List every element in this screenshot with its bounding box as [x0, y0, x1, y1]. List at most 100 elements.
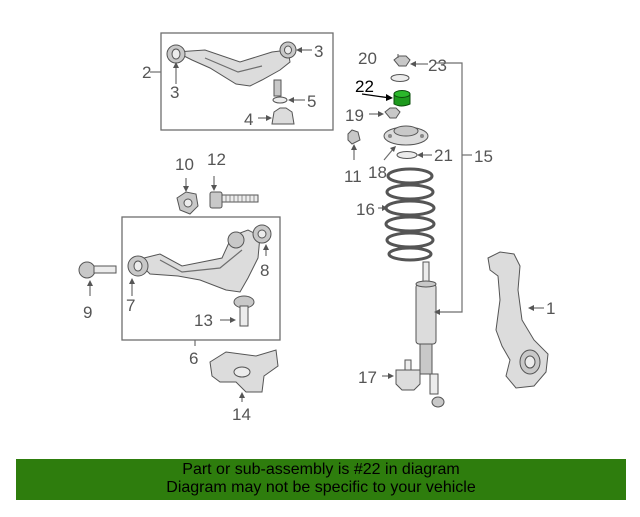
- part-9-washer: [78, 261, 96, 279]
- upper-ball-joint: [273, 79, 282, 97]
- part-21-spring-seat: [396, 151, 418, 159]
- arrow-11: [351, 144, 357, 150]
- knuckle-group: 1: [487, 251, 555, 389]
- part-12-bolt-shaft: [221, 194, 259, 203]
- arrow-16: [382, 205, 388, 211]
- callout-22: 22: [355, 77, 374, 96]
- arrow-19: [378, 111, 384, 117]
- part-17-bushing: [395, 369, 421, 391]
- shock-body-top: [415, 280, 437, 288]
- bracket-15: [436, 62, 463, 313]
- part-16-spring-coil-2: [385, 183, 435, 201]
- callout-21: 21: [434, 146, 453, 165]
- coil-spring-group: 16: [356, 167, 436, 262]
- part-14-hole: [233, 366, 251, 378]
- upper-bushing-right-core: [284, 45, 292, 55]
- part-13-stud: [239, 305, 249, 327]
- lower-arm-frame: [121, 216, 281, 341]
- part-14-group: 14: [209, 349, 279, 424]
- banner-line-2: Diagram may not be specific to your vehi…: [166, 479, 476, 496]
- arrow-23: [410, 61, 416, 67]
- callout-3a: 3: [170, 83, 179, 102]
- callout-11: 11: [344, 167, 362, 186]
- callout-7: 7: [126, 296, 135, 315]
- upper-arm-rib: [204, 57, 263, 73]
- callout-1: 1: [546, 299, 555, 318]
- part-22-bushing-top: [393, 90, 411, 98]
- shock-body: [415, 283, 437, 345]
- arrow-15: [434, 309, 440, 315]
- part-12-threads: [225, 195, 255, 202]
- arrow-1: [528, 305, 534, 311]
- arrow-21: [417, 152, 423, 158]
- arrow-5: [288, 97, 294, 103]
- callout-18: 18: [368, 163, 387, 182]
- fitment-notice-banner: Part or sub-assembly is #22 in diagram D…: [16, 459, 626, 500]
- lower-arm-rib: [159, 249, 243, 273]
- upper-bushing-left-core: [171, 48, 181, 60]
- callout-17: 17: [358, 368, 377, 387]
- part-8-bushing-core: [257, 229, 267, 239]
- banner-line-1: Part or sub-assembly is #22 in diagram: [182, 461, 460, 478]
- callout-20: 20: [358, 49, 377, 68]
- callout-9: 9: [83, 303, 92, 322]
- part-4-dust-boot: [271, 107, 295, 125]
- part-16-spring-coil-5: [385, 231, 435, 249]
- part-16-spring-coil-1: [386, 167, 434, 185]
- part-16-spring-coil-6: [387, 246, 433, 262]
- callout-16: 16: [356, 200, 375, 219]
- callout-14: 14: [232, 405, 251, 424]
- knuckle-hub-core: [524, 355, 536, 369]
- part-9-group: 9: [78, 261, 117, 322]
- part-16-spring-coil-4: [384, 215, 436, 233]
- arrow-14: [239, 392, 245, 398]
- callout-23: 23: [428, 56, 447, 75]
- shock-lower-eye: [431, 396, 445, 408]
- leader-22: [361, 93, 391, 99]
- callout-19: 19: [345, 106, 364, 125]
- lower-arm-group: 7 8 13 6: [121, 216, 281, 368]
- mount-stud-right: [420, 134, 424, 138]
- callout-12: 12: [207, 150, 226, 169]
- arrow-9: [87, 280, 93, 286]
- arrow-13: [230, 317, 236, 323]
- part-10-hole: [183, 198, 193, 208]
- shock-lower-tube: [419, 343, 433, 375]
- callout-15: 15: [474, 147, 493, 166]
- part-16-spring-coil-3: [384, 199, 436, 217]
- part-12-bolt-head: [209, 191, 223, 209]
- lower-control-arm: [135, 229, 261, 293]
- callout-10: 10: [175, 155, 194, 174]
- arrow-10: [183, 186, 189, 192]
- part-17-group: 17: [358, 359, 421, 391]
- shock-absorber-group: 15: [415, 62, 493, 408]
- callout-13: 13: [194, 311, 213, 330]
- cam-bolt-group: 10 12: [175, 150, 259, 215]
- shock-lower-rod: [429, 373, 439, 395]
- part-20-nut: [393, 55, 411, 67]
- part-17-stud: [404, 359, 412, 371]
- arrow-7: [129, 278, 135, 284]
- part-7-bushing-core: [133, 260, 143, 272]
- upper-control-arm: [174, 49, 291, 87]
- part-23-washer: [390, 74, 410, 82]
- mount-stud-left: [388, 134, 392, 138]
- callout-8: 8: [260, 261, 269, 280]
- arrow-17: [388, 373, 394, 379]
- arrow-22: [386, 94, 393, 101]
- part-18-mount-hub: [393, 125, 419, 137]
- lower-bushing-rear: [227, 231, 245, 249]
- callout-4: 4: [244, 110, 253, 129]
- arrow-3a: [173, 62, 179, 68]
- callout-5: 5: [307, 92, 316, 111]
- callout-6: 6: [189, 349, 198, 368]
- upper-arm-group: 2 3 3 5 4: [142, 32, 334, 131]
- part-11-cap: [347, 129, 361, 145]
- callout-2: 2: [142, 63, 151, 82]
- arrow-8: [263, 244, 269, 250]
- upper-arm-frame: [160, 32, 334, 131]
- strut-top-group: 20 23 22 19 11 18 21: [344, 49, 453, 186]
- part-19-nut: [384, 107, 401, 119]
